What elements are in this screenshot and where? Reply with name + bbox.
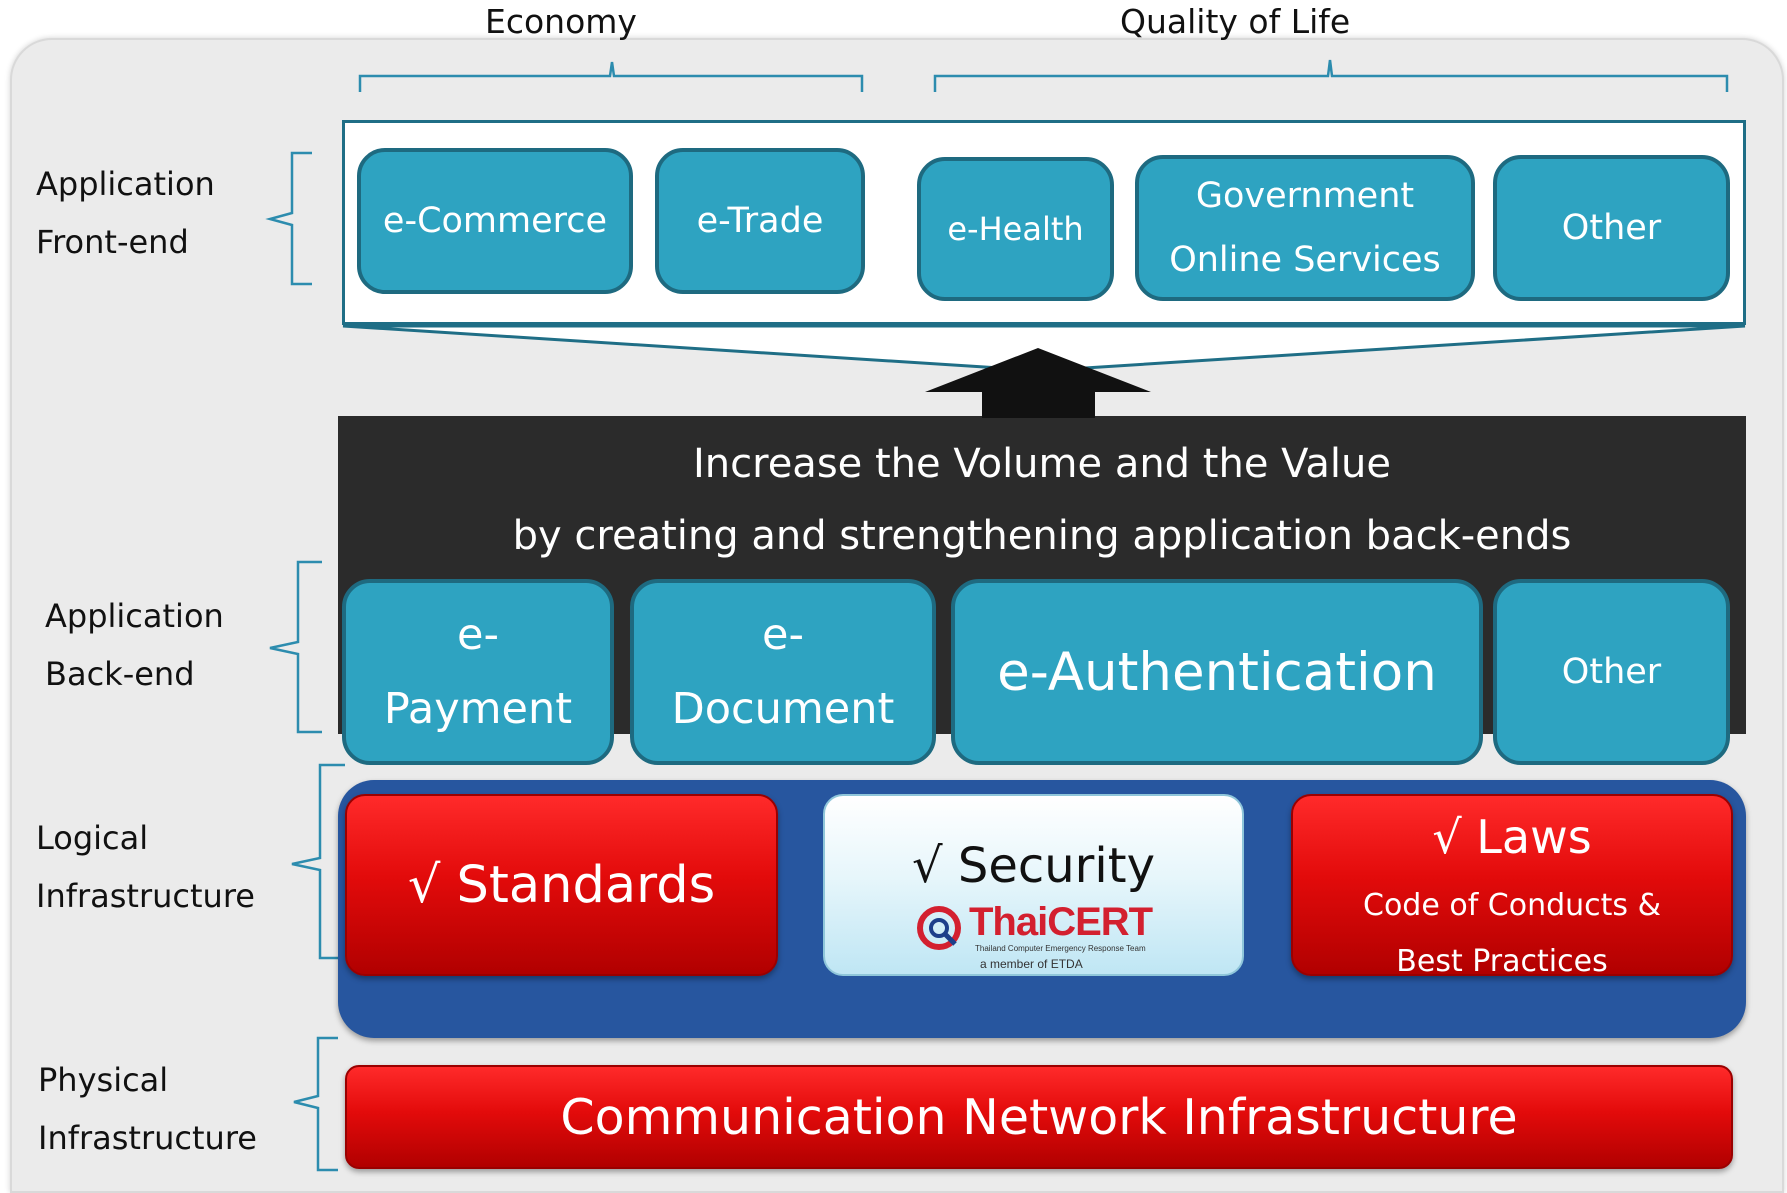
physical-layer-label: Physical Infrastructure <box>38 1051 257 1167</box>
thaicert-logo-icon <box>917 906 961 950</box>
edocument-box: e- Document <box>630 579 936 765</box>
security-box: √ Security ThaiCERT Thailand Computer Em… <box>823 794 1244 976</box>
etrade-box: e-Trade <box>655 148 865 294</box>
edocument-label-line2: Document <box>671 684 895 734</box>
quality-of-life-bracket <box>933 59 1729 92</box>
front-end-other-label: Other <box>1561 208 1662 248</box>
eauthentication-label: e-Authentication <box>997 641 1437 703</box>
back-end-other-box: Other <box>1493 579 1730 765</box>
ehealth-box: e-Health <box>917 157 1114 301</box>
government-label-line1: Government <box>1195 176 1415 216</box>
laws-sub-line2: Best Practices <box>1396 944 1608 979</box>
ecommerce-label: e-Commerce <box>382 201 608 241</box>
front-end-label-line1: Application <box>36 165 215 203</box>
security-label: √ Security <box>912 838 1155 894</box>
logical-layer-label: Logical Infrastructure <box>36 809 255 925</box>
laws-box: √ Laws Code of Conducts & Best Practices <box>1291 794 1733 979</box>
epayment-label-line2: Payment <box>383 684 573 734</box>
etrade-label: e-Trade <box>696 201 824 241</box>
logical-label-line2: Infrastructure <box>36 877 255 915</box>
edocument-label-line1: e- <box>762 610 804 660</box>
epayment-box: e- Payment <box>342 579 614 765</box>
front-end-label-line2: Front-end <box>36 223 189 261</box>
thaicert-member-text: a member of ETDA <box>980 957 1083 971</box>
thaicert-logo-text: ThaiCERT <box>969 900 1153 944</box>
epayment-label-line1: e- <box>457 610 499 660</box>
communication-network-box: Communication Network Infrastructure <box>345 1065 1733 1169</box>
banner-line2: by creating and strengthening applicatio… <box>512 513 1572 559</box>
laws-sub-line1: Code of Conducts & <box>1363 888 1661 923</box>
standards-label: √ Standards <box>407 855 716 915</box>
back-end-layer-label: Application Back-end <box>45 587 224 703</box>
back-end-bracket <box>269 560 322 734</box>
back-end-label-line2: Back-end <box>45 655 195 693</box>
thaicert-tagline: Thailand Computer Emergency Response Tea… <box>975 944 1146 953</box>
government-online-services-box: Government Online Services <box>1135 155 1475 301</box>
back-end-label-line1: Application <box>45 597 224 635</box>
standards-box: √ Standards <box>345 794 778 976</box>
banner-line1: Increase the Volume and the Value <box>692 441 1391 487</box>
front-end-layer-label: Application Front-end <box>36 155 215 271</box>
front-end-other-box: Other <box>1493 155 1730 301</box>
ehealth-label: e-Health <box>947 210 1084 248</box>
communication-network-label: Communication Network Infrastructure <box>560 1088 1518 1146</box>
physical-label-line2: Infrastructure <box>38 1119 257 1157</box>
logical-bracket <box>291 763 345 960</box>
front-end-bracket <box>265 151 312 286</box>
laws-label: √ Laws <box>1432 810 1592 864</box>
eauthentication-box: e-Authentication <box>951 579 1483 765</box>
government-label-line2: Online Services <box>1169 240 1441 280</box>
quality-of-life-label: Quality of Life <box>1120 2 1351 41</box>
economy-bracket <box>358 61 864 92</box>
economy-label: Economy <box>485 2 637 41</box>
physical-label-line1: Physical <box>38 1061 169 1099</box>
ecommerce-box: e-Commerce <box>357 148 633 294</box>
back-end-other-label: Other <box>1561 652 1662 692</box>
physical-bracket <box>293 1036 338 1172</box>
logical-label-line1: Logical <box>36 819 149 857</box>
